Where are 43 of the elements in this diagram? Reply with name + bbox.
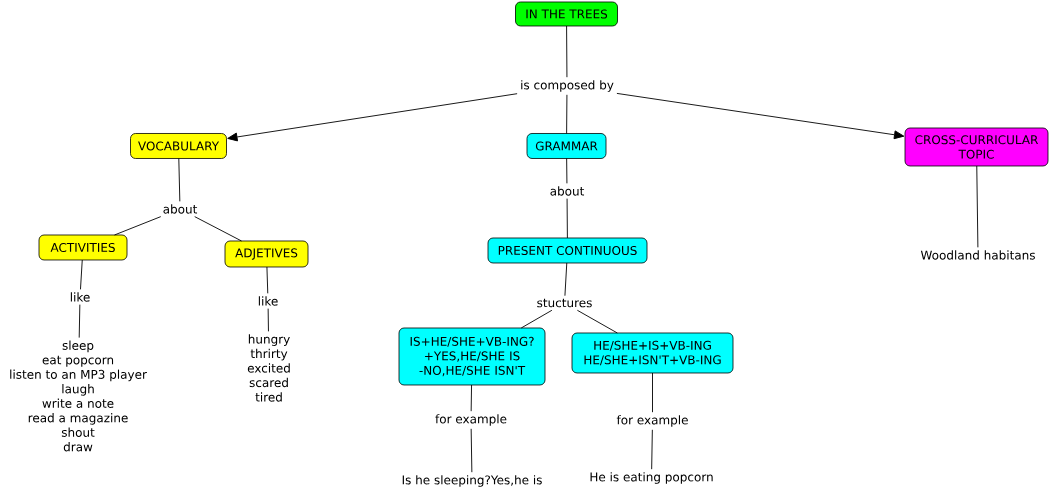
connector-line [976, 165, 979, 248]
linking-phrase: like [70, 292, 90, 302]
linking-phrase: about [550, 186, 585, 196]
connector-line [566, 25, 568, 78]
connector-line [564, 262, 568, 297]
concept-box: VOCABULARY [130, 133, 227, 159]
linking-phrase: for example [435, 414, 507, 426]
concept-box: HE/SHE+IS+VB-ING HE/SHE+ISN'T+VB-ING [571, 332, 734, 374]
connector-line [80, 259, 83, 290]
linking-phrase: about [163, 204, 198, 214]
connector-line [566, 158, 568, 184]
connector-line [470, 384, 472, 412]
connector-line [266, 266, 269, 294]
connector-line [566, 198, 568, 239]
concept-box: IN THE TREES [515, 1, 618, 27]
connector-line [576, 309, 618, 334]
connector-line [651, 429, 653, 470]
connector-line [178, 158, 181, 202]
concept-box: CROSS-CURRICULAR TOPIC [904, 127, 1049, 167]
concept-text: Woodland habitans [920, 250, 1035, 260]
connector-line [114, 216, 162, 236]
word-list: hungry thrirty excited scared tired [247, 334, 290, 402]
connector-line [566, 94, 568, 134]
linking-phrase: like [258, 296, 278, 306]
linking-phrase: is composed by [521, 80, 614, 92]
concept-box: ACTIVITIES [38, 234, 128, 261]
concept-box: GRAMMAR [526, 133, 607, 159]
example-sentence: Is he sleeping?Yes,he is [402, 475, 542, 487]
concept-box: IS+HE/SHE+VB-ING? +YES,HE/SHE IS -NO,HE/SHE ISN'T [398, 327, 546, 386]
connector-line [267, 308, 269, 332]
connector-line [652, 372, 653, 413]
example-sentence: He is eating popcorn [590, 472, 713, 484]
concept-box: ADJETIVES [224, 240, 309, 268]
word-list: sleep eat popcorn listen to an MP3 player laugh write a note read a magazine shout draw [10, 340, 147, 452]
connector-line [520, 309, 553, 329]
linking-phrase: for example [616, 415, 688, 427]
connector-line [470, 428, 473, 473]
arrow [616, 92, 905, 140]
connector-line [194, 216, 242, 242]
connector-line [78, 304, 81, 339]
arrow [227, 93, 518, 142]
concept-box: PRESENT CONTINUOUS [487, 237, 648, 264]
linking-phrase: stuctures [537, 298, 592, 308]
